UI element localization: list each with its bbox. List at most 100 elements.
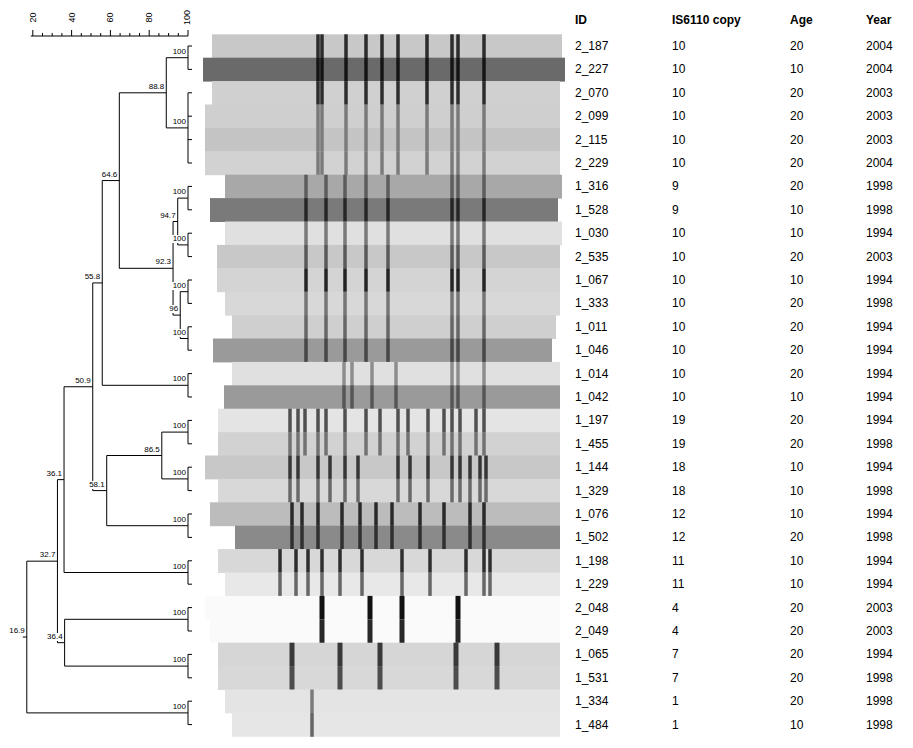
gel-band (324, 409, 328, 433)
tree-branch (188, 420, 192, 421)
gel-band (482, 198, 486, 222)
gel-band (495, 643, 500, 667)
table-cell: 1_528 (575, 204, 608, 216)
gel-band (316, 105, 320, 129)
scale-tick (81, 33, 82, 36)
gel-band (482, 315, 486, 339)
gel-band (482, 292, 486, 316)
table-cell: 1_076 (575, 508, 608, 520)
gel-band (296, 432, 300, 456)
tree-branch (188, 654, 192, 655)
tree-branch (188, 92, 192, 93)
gel-band (482, 128, 486, 152)
table-cell: 1_316 (575, 180, 608, 192)
table-cell: 20 (790, 157, 803, 169)
table-cell: 2_048 (575, 602, 608, 614)
tree-branch (173, 315, 180, 316)
gel-band (324, 315, 328, 339)
gel-band (468, 526, 472, 550)
tree-branch (188, 186, 192, 187)
gel-lane (218, 643, 560, 667)
gel-band (450, 222, 454, 246)
table-cell: 10 (790, 204, 803, 216)
gel-band (456, 198, 460, 222)
column-header: IS6110 copy (672, 14, 741, 26)
gel-band (400, 596, 405, 620)
gel-band (396, 34, 400, 58)
gel-band (316, 81, 320, 105)
scale-tick (129, 33, 130, 36)
gel-lane (225, 573, 560, 597)
gel-band (360, 549, 364, 573)
gel-lane (225, 175, 562, 199)
gel-band (464, 549, 468, 573)
table-cell: 20 (790, 672, 803, 684)
gel-band (456, 128, 460, 152)
gel-band (303, 432, 307, 456)
gel-band (320, 151, 324, 175)
gel-lane (218, 432, 560, 456)
gel-band (304, 245, 308, 269)
gel-band (400, 549, 404, 573)
similarity-value: 36.1 (45, 470, 63, 478)
table-cell: 1_334 (575, 695, 608, 707)
gel-band (386, 315, 390, 339)
tree-branch (188, 139, 192, 140)
gel-band (316, 151, 320, 175)
gel-band (380, 105, 384, 129)
table-cell: 1998 (866, 180, 893, 192)
table-cell: 1994 (866, 578, 893, 590)
gel-band (316, 456, 320, 480)
table-cell: 10 (672, 110, 685, 122)
gel-band (482, 409, 486, 433)
scale-tick (52, 33, 53, 36)
tree-branch (188, 537, 192, 538)
gel-band (316, 479, 320, 503)
gel-band (450, 268, 454, 292)
tree-branch (102, 385, 188, 386)
gel-band (482, 362, 486, 386)
gel-band (456, 245, 460, 269)
table-cell: 10 (672, 134, 685, 146)
gel-band (450, 385, 454, 409)
gel-lane (203, 58, 565, 82)
gel-band (458, 409, 462, 433)
gel-lane (218, 409, 560, 433)
similarity-value: 55.8 (84, 273, 102, 281)
gel-band (320, 619, 325, 643)
gel-band (320, 596, 325, 620)
gel-band (344, 58, 348, 82)
gel-band (343, 222, 347, 246)
table-cell: 1_198 (575, 555, 608, 567)
table-cell: 20 (790, 625, 803, 637)
gel-band (294, 573, 298, 597)
tree-branch (188, 280, 192, 281)
gel-lane (218, 666, 560, 690)
gel-lane (212, 34, 562, 58)
gel-band (450, 432, 454, 456)
table-cell: 20 (790, 344, 803, 356)
table-cell: 10 (790, 578, 803, 590)
table-cell: 20 (790, 602, 803, 614)
gel-band (343, 409, 347, 433)
scale-label: 60 (106, 12, 115, 22)
table-cell: 9 (672, 180, 679, 192)
table-cell: 1994 (866, 391, 893, 403)
table-cell: 10 (790, 508, 803, 520)
table-cell: 20 (790, 321, 803, 333)
tree-branch (188, 116, 192, 117)
gel-band (454, 643, 459, 667)
gel-band (426, 432, 430, 456)
table-cell: 19 (672, 414, 685, 426)
gel-lane (232, 362, 560, 386)
gel-band (343, 292, 347, 316)
table-cell: 10 (672, 157, 685, 169)
table-cell: 10 (672, 40, 685, 52)
gel-band (450, 339, 454, 363)
tree-branch (188, 514, 192, 515)
gel-band (316, 409, 320, 433)
gel-band (458, 456, 462, 480)
gel-band (378, 643, 383, 667)
gel-band (468, 479, 472, 503)
tree-branch (57, 479, 64, 480)
